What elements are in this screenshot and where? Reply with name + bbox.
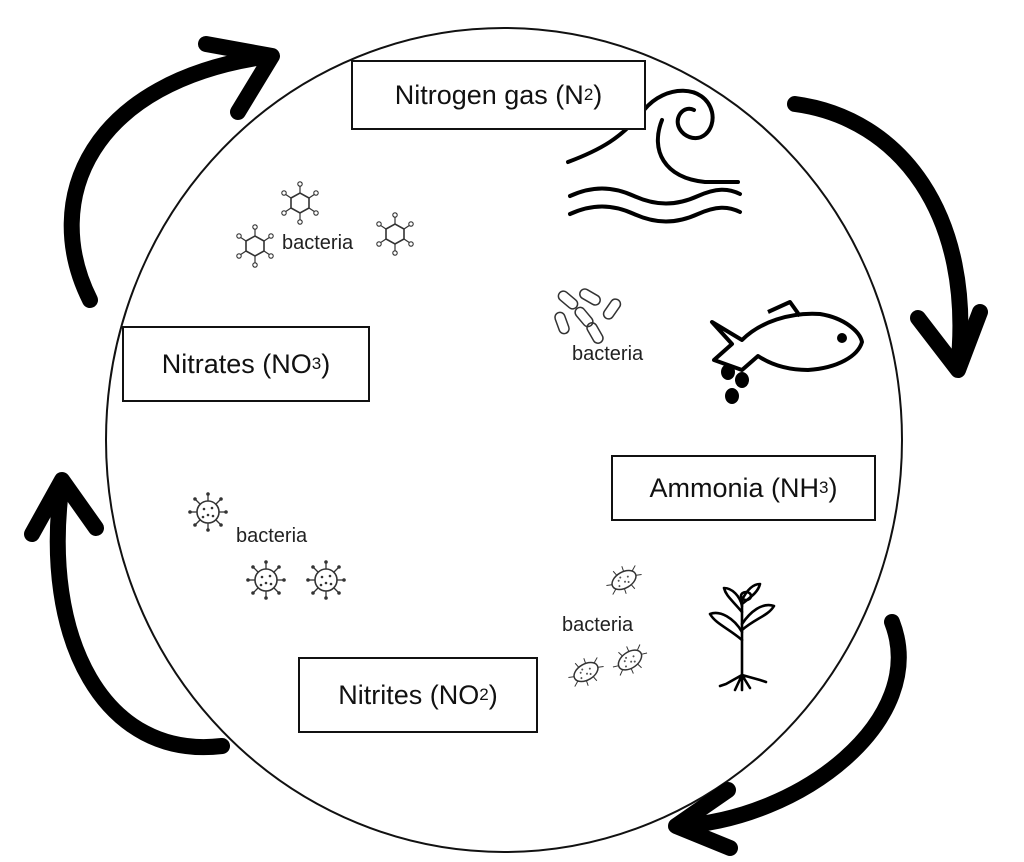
cycle-circle — [105, 27, 903, 853]
bacteria-label-nitrites-to-nitrates: bacteria — [236, 525, 308, 547]
stage-label: Nitrates (NO — [161, 348, 312, 379]
stage-label: Ammonia (NH — [649, 472, 820, 503]
stage-label-close: ) — [321, 348, 331, 379]
stage-label: Nitrites (NO — [338, 679, 480, 710]
stage-label-close: ) — [593, 79, 603, 110]
water-waves-icon — [566, 88, 742, 224]
fish-icon — [710, 300, 864, 372]
bacteria-label-nitrates: bacteria — [282, 232, 354, 254]
bacteria-label-ammonia-to-nitrites: bacteria — [562, 614, 634, 636]
fish-droppings — [721, 364, 749, 404]
stage-label-close: ) — [828, 472, 838, 503]
stage-label-close: ) — [488, 679, 498, 710]
plant-icon — [708, 582, 776, 692]
bacteria-label-ammonia: bacteria — [572, 343, 644, 365]
bacteria-icon — [554, 288, 622, 344]
cycle-arrow-icon — [24, 36, 988, 856]
stage-label: Nitrogen gas (N — [394, 79, 584, 110]
